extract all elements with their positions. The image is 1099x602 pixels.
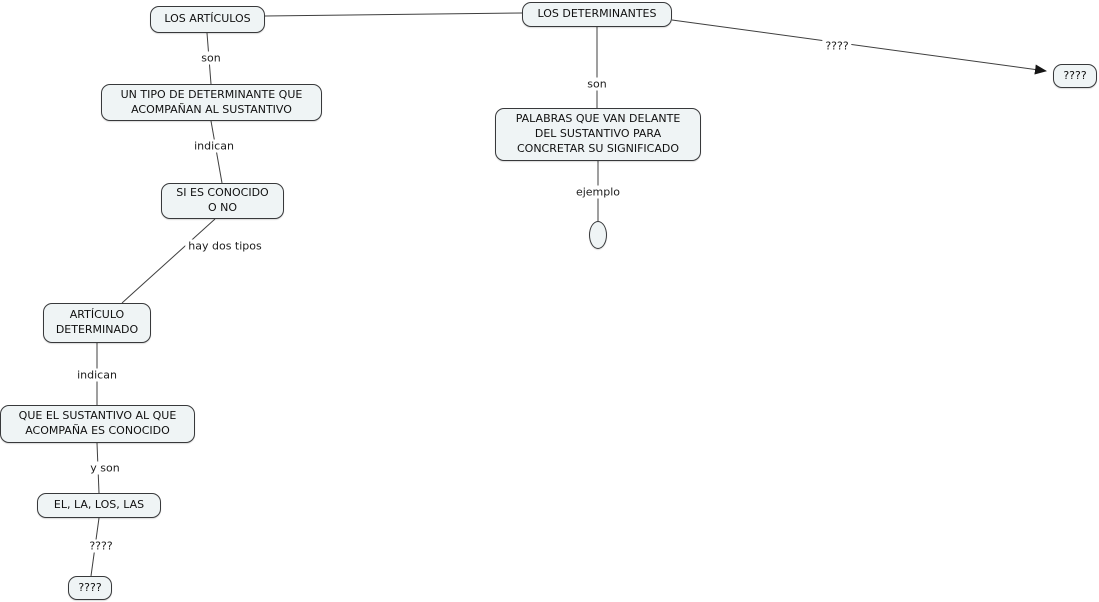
node-articulo-determinado[interactable]: ARTÍCULO DETERMINADO <box>43 303 151 343</box>
link-label-son-articulos[interactable]: son <box>198 51 224 65</box>
link-label-son-determinantes[interactable]: son <box>584 77 610 91</box>
link-label-y-son[interactable]: y son <box>87 461 123 475</box>
node-que-el-sustantivo[interactable]: QUE EL SUSTANTIVO AL QUE ACOMPAÑA ES CON… <box>0 405 195 443</box>
node-palabras-delante[interactable]: PALABRAS QUE VAN DELANTE DEL SUSTANTIVO … <box>495 108 701 161</box>
node-unknown-bottom[interactable]: ???? <box>68 576 112 600</box>
link-label-hay-dos-tipos[interactable]: hay dos tipos <box>185 239 265 253</box>
link-label-ejemplo[interactable]: ejemplo <box>572 185 624 199</box>
node-example-placeholder[interactable] <box>589 221 607 249</box>
link-label-unknown-right[interactable]: ???? <box>822 39 852 53</box>
link-label-indican-1[interactable]: indican <box>191 139 237 153</box>
node-unknown-right[interactable]: ???? <box>1053 64 1097 88</box>
node-los-determinantes[interactable]: LOS DETERMINANTES <box>522 2 672 27</box>
link-label-unknown-bottom[interactable]: ???? <box>86 539 116 553</box>
node-si-es-conocido[interactable]: SI ES CONOCIDO O NO <box>161 183 284 219</box>
node-tipo-determinante[interactable]: UN TIPO DE DETERMINANTE QUE ACOMPAÑAN AL… <box>101 84 322 121</box>
link-label-indican-2[interactable]: indican <box>74 368 120 382</box>
node-los-articulos[interactable]: LOS ARTÍCULOS <box>150 6 265 33</box>
node-el-la-los-las[interactable]: EL, LA, LOS, LAS <box>37 493 161 518</box>
